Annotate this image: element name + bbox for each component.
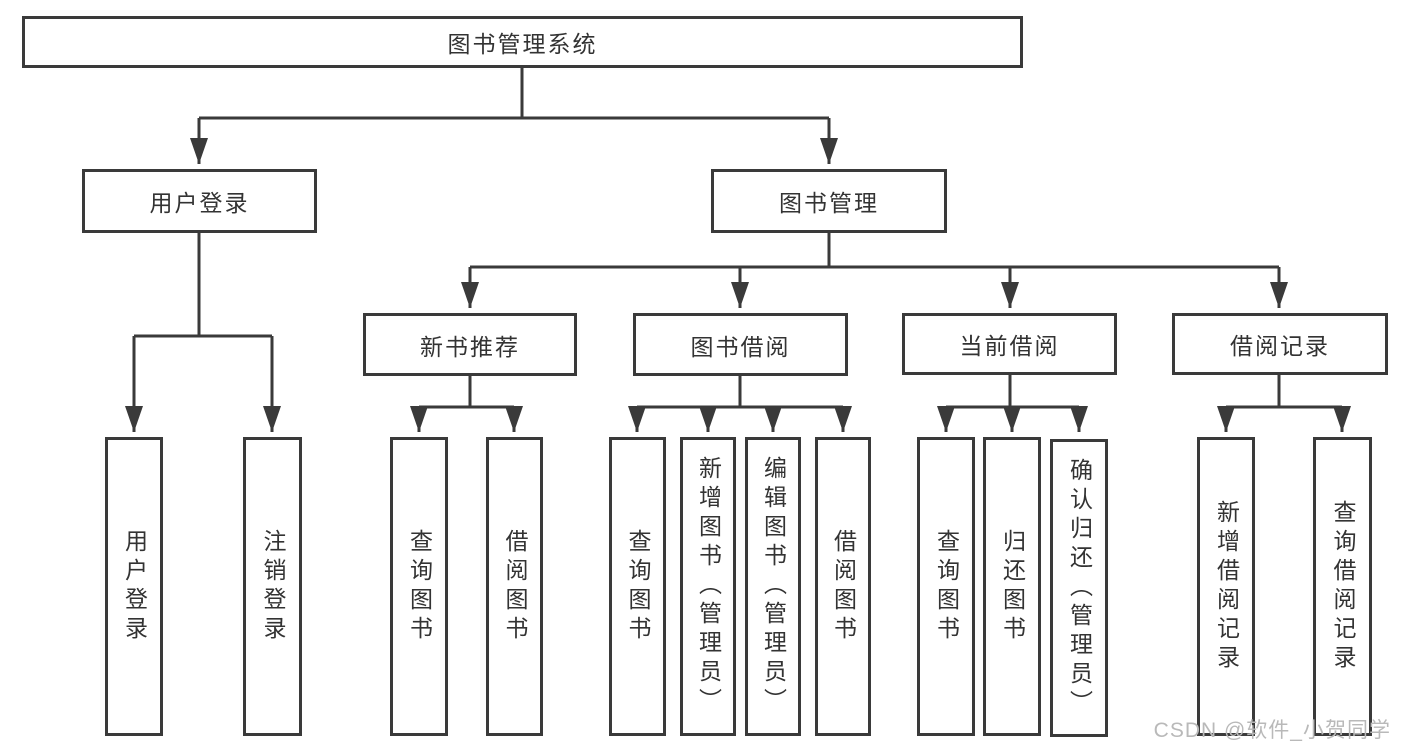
node-leaf-cb-return-books: 归还图书 xyxy=(983,437,1041,736)
node-book-management: 图书管理 xyxy=(711,169,947,233)
node-leaf-nbr-borrow-books: 借阅图书 xyxy=(486,437,543,736)
node-current-borrow: 当前借阅 xyxy=(902,313,1117,375)
node-leaf-logout: 注销登录 xyxy=(243,437,302,736)
leaf-label: 新增图书（管理员） xyxy=(695,456,722,717)
node-leaf-br-add-record: 新增借阅记录 xyxy=(1197,437,1255,736)
node-user-login: 用户登录 xyxy=(82,169,317,233)
leaf-label: 用户登录 xyxy=(121,528,148,645)
leaf-label: 查询图书 xyxy=(406,528,433,645)
csdn-watermark: CSDN @软件_小贺同学 xyxy=(1153,719,1391,742)
node-borrow-records: 借阅记录 xyxy=(1172,313,1388,375)
node-new-book-recommend: 新书推荐 xyxy=(363,313,577,376)
leaf-label: 编辑图书（管理员） xyxy=(760,456,787,717)
leaf-label: 借阅图书 xyxy=(502,528,528,645)
leaf-label: 借阅图书 xyxy=(830,528,857,645)
leaf-label: 查询图书 xyxy=(625,528,651,645)
node-leaf-bb-edit-books-admin: 编辑图书（管理员） xyxy=(745,437,801,736)
node-leaf-bb-query-books: 查询图书 xyxy=(609,437,666,736)
connector-rails xyxy=(134,68,1342,409)
node-library-system: 图书管理系统 xyxy=(22,16,1023,68)
node-leaf-user-login: 用户登录 xyxy=(105,437,163,736)
leaf-label: 查询图书 xyxy=(933,528,960,645)
leaf-label: 查询借阅记录 xyxy=(1330,499,1356,674)
leaf-label: 确认归还（管理员） xyxy=(1066,457,1093,719)
node-leaf-cb-confirm-return-admin: 确认归还（管理员） xyxy=(1050,439,1108,737)
node-leaf-cb-query-books: 查询图书 xyxy=(917,437,975,736)
leaf-label: 归还图书 xyxy=(999,528,1026,645)
node-leaf-nbr-query-books: 查询图书 xyxy=(390,437,448,736)
node-leaf-bb-add-books-admin: 新增图书（管理员） xyxy=(680,437,736,736)
node-book-borrow: 图书借阅 xyxy=(633,313,848,376)
leaf-label: 新增借阅记录 xyxy=(1213,499,1240,674)
leaf-label: 注销登录 xyxy=(260,528,286,645)
node-leaf-bb-borrow-books: 借阅图书 xyxy=(815,437,871,736)
node-leaf-br-query-record: 查询借阅记录 xyxy=(1313,437,1372,736)
